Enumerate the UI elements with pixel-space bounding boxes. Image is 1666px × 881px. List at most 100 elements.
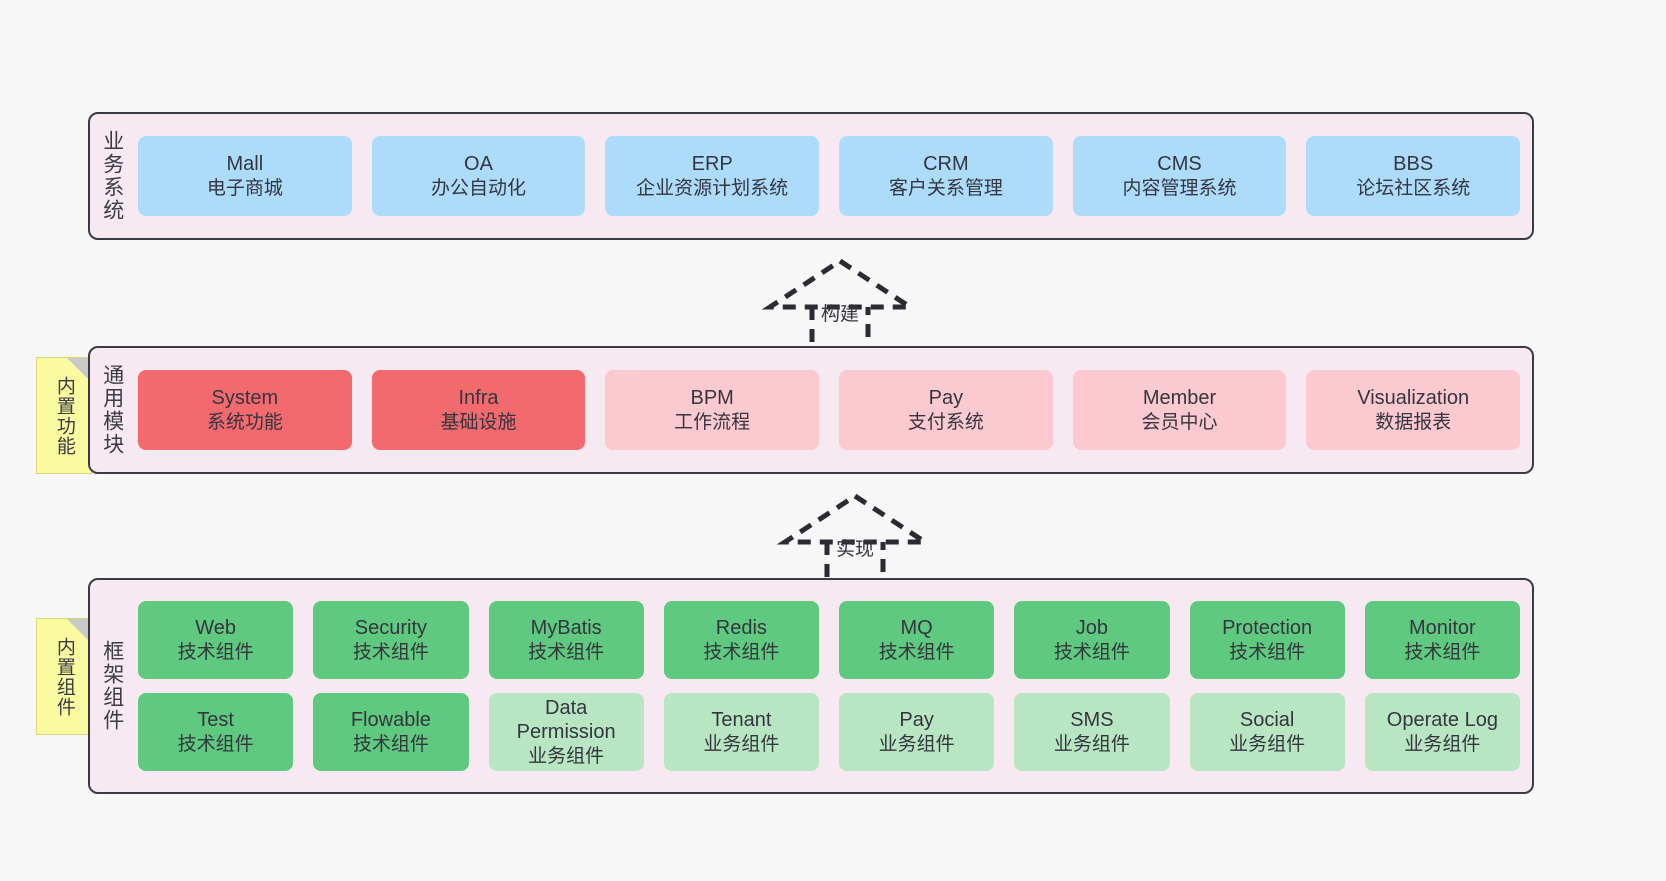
module-title: Test	[197, 709, 234, 732]
module-box-visualization[interactable]: Visualization 数据报表	[1306, 370, 1521, 450]
module-title: MQ	[900, 617, 933, 640]
module-title: Security	[354, 617, 427, 640]
module-subtitle: 工作流程	[674, 411, 751, 433]
module-title: Member	[1142, 387, 1217, 410]
layer-body-common-module: System 系统功能 Infra 基础设施 BPM 工作流程 Pay 支付系统…	[134, 348, 1532, 472]
module-box-mybatis[interactable]: MyBatis 技术组件	[488, 601, 644, 679]
module-title: Flowable	[350, 709, 431, 732]
module-subtitle: 系统功能	[206, 411, 283, 433]
layer-body-framework-component: Web 技术组件 Security 技术组件 MyBatis 技术组件 Redi…	[134, 580, 1532, 792]
module-title: BPM	[690, 387, 734, 410]
arrow-head-triangle	[776, 493, 934, 545]
layer-caption-business-system: 业务系统	[100, 130, 124, 222]
module-title: Operate Log	[1386, 709, 1498, 732]
layer-body-business-system: Mall 电子商城 OA 办公自动化 ERP 企业资源计划系统 CRM 客户关系…	[134, 114, 1532, 238]
module-title: Social	[1239, 709, 1295, 732]
module-box-tenant[interactable]: Tenant 业务组件	[663, 693, 819, 771]
module-subtitle: 电子商城	[206, 177, 283, 199]
module-subtitle: 内容管理系统	[1122, 177, 1237, 199]
module-subtitle: 技术组件	[1404, 641, 1481, 663]
connector-implement: 实现	[775, 490, 935, 587]
module-subtitle: 业务组件	[1404, 733, 1481, 755]
module-row: Mall 电子商城 OA 办公自动化 ERP 企业资源计划系统 CRM 客户关系…	[138, 136, 1521, 216]
layer-caption-framework-component: 框架组件	[100, 640, 124, 732]
arrow-stem	[809, 307, 871, 352]
module-subtitle: 业务组件	[1053, 733, 1130, 755]
module-row-tech: Web 技术组件 Security 技术组件 MyBatis 技术组件 Redi…	[138, 601, 1520, 679]
module-title: Job	[1075, 617, 1108, 640]
layer-framework-component: 框架组件 Web 技术组件 Security 技术组件 MyBatis 技术组件…	[88, 578, 1534, 794]
module-box-bpm[interactable]: BPM 工作流程	[605, 370, 820, 450]
module-subtitle: 会员中心	[1141, 411, 1218, 433]
module-subtitle: 论坛社区系统	[1356, 177, 1471, 199]
layer-business-system: 业务系统 Mall 电子商城 OA 办公自动化 ERP 企业资源计划系统 CRM…	[88, 112, 1534, 240]
module-box-flowable[interactable]: Flowable 技术组件	[313, 693, 469, 771]
module-box-oa[interactable]: OA 办公自动化	[371, 136, 586, 216]
module-title: BBS	[1393, 153, 1434, 176]
module-box-operate-log[interactable]: Operate Log 业务组件	[1364, 693, 1520, 771]
module-subtitle: 基础设施	[440, 411, 517, 433]
module-box-erp[interactable]: ERP 企业资源计划系统	[605, 136, 820, 216]
module-subtitle: 技术组件	[177, 641, 254, 663]
module-title: ERP	[691, 153, 733, 176]
module-subtitle: 客户关系管理	[888, 177, 1003, 199]
module-subtitle: 业务组件	[1229, 733, 1306, 755]
module-box-social[interactable]: Social 业务组件	[1189, 693, 1345, 771]
module-box-system[interactable]: System 系统功能	[138, 370, 352, 450]
module-subtitle: 技术组件	[352, 641, 429, 663]
module-box-redis[interactable]: Redis 技术组件	[663, 601, 819, 679]
module-box-job[interactable]: Job 技术组件	[1014, 601, 1170, 679]
module-subtitle: 企业资源计划系统	[636, 177, 789, 199]
module-box-cms[interactable]: CMS 内容管理系统	[1072, 136, 1287, 216]
module-box-crm[interactable]: CRM 客户关系管理	[839, 136, 1053, 216]
connector-build: 构建	[760, 255, 920, 352]
note-label: 内置功能	[53, 375, 75, 456]
module-subtitle: 业务组件	[878, 733, 955, 755]
module-box-infra[interactable]: Infra 基础设施	[371, 370, 586, 450]
module-subtitle: 数据报表	[1375, 411, 1452, 433]
module-subtitle: 技术组件	[878, 641, 955, 663]
module-box-data-permission[interactable]: Data Permission 业务组件	[488, 693, 644, 771]
module-box-protection[interactable]: Protection 技术组件	[1189, 601, 1345, 679]
module-title: Protection	[1222, 617, 1313, 640]
module-subtitle: 支付系统	[907, 411, 984, 433]
module-title: Mall	[226, 153, 264, 176]
module-box-web[interactable]: Web 技术组件	[138, 601, 294, 679]
module-subtitle: 业务组件	[528, 745, 605, 767]
module-title: CMS	[1157, 153, 1202, 176]
module-title: OA	[464, 153, 493, 176]
module-box-test[interactable]: Test 技术组件	[138, 693, 294, 771]
module-box-sms[interactable]: SMS 业务组件	[1014, 693, 1170, 771]
module-row-business: Test 技术组件 Flowable 技术组件 Data Permission …	[138, 693, 1520, 771]
module-title: System	[211, 387, 279, 410]
module-box-mq[interactable]: MQ 技术组件	[839, 601, 995, 679]
module-subtitle: 技术组件	[528, 641, 605, 663]
module-title: SMS	[1070, 709, 1114, 732]
layer-caption-common-module: 通用模块	[100, 364, 124, 456]
module-box-pay[interactable]: Pay 支付系统	[839, 370, 1053, 450]
module-title: Infra	[458, 387, 499, 410]
module-box-mall[interactable]: Mall 电子商城	[138, 136, 352, 216]
module-row: System 系统功能 Infra 基础设施 BPM 工作流程 Pay 支付系统…	[138, 370, 1521, 450]
module-box-member[interactable]: Member 会员中心	[1072, 370, 1287, 450]
module-box-pay-business[interactable]: Pay 业务组件	[839, 693, 995, 771]
module-title: Monitor	[1409, 617, 1476, 640]
module-subtitle: 技术组件	[1229, 641, 1306, 663]
note-builtin-component: 内置组件	[36, 618, 92, 735]
note-builtin-function: 内置功能	[36, 357, 92, 474]
module-box-monitor[interactable]: Monitor 技术组件	[1364, 601, 1520, 679]
module-title: Data Permission	[516, 697, 616, 744]
module-subtitle: 办公自动化	[431, 177, 527, 199]
module-box-bbs[interactable]: BBS 论坛社区系统	[1306, 136, 1521, 216]
module-subtitle: 技术组件	[703, 641, 780, 663]
module-title: Redis	[715, 617, 767, 640]
module-box-security[interactable]: Security 技术组件	[313, 601, 469, 679]
module-title: Pay	[928, 387, 964, 410]
layer-common-module: 通用模块 System 系统功能 Infra 基础设施 BPM 工作流程 Pay…	[88, 346, 1534, 474]
module-title: Pay	[899, 709, 934, 732]
module-subtitle: 技术组件	[1053, 641, 1130, 663]
note-label: 内置组件	[53, 636, 75, 717]
module-title: Tenant	[711, 709, 772, 732]
module-title: CRM	[923, 153, 969, 176]
